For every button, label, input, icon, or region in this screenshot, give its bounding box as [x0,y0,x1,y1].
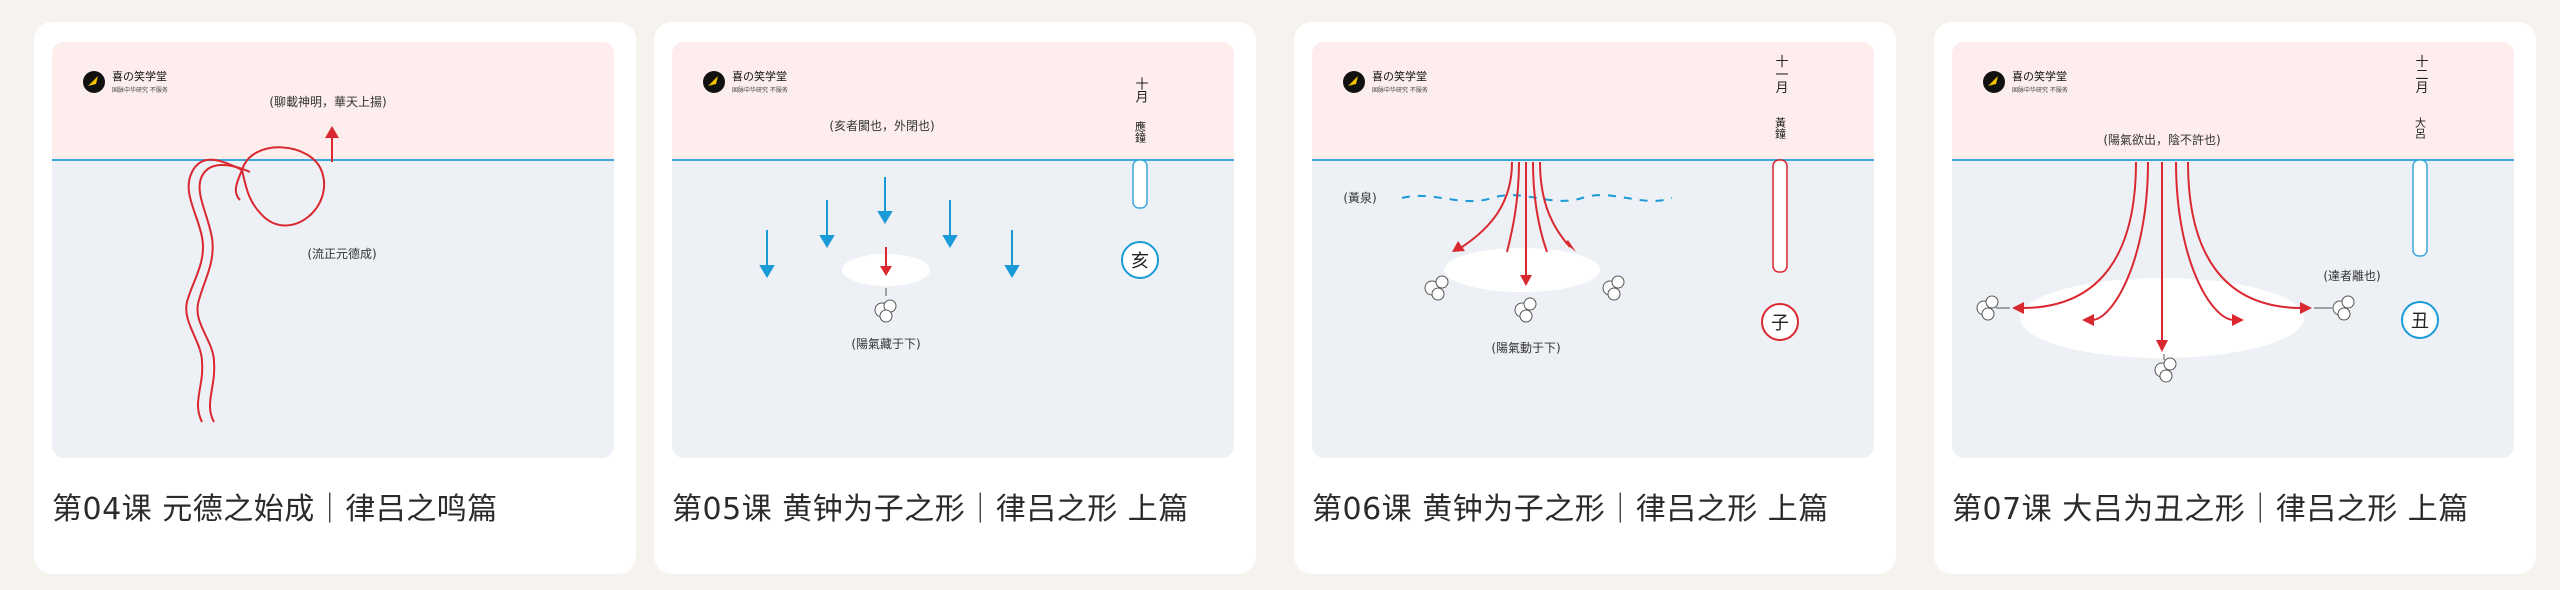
label-mid: (流正元德成) [307,246,376,261]
course-thumbnail[interactable]: 喜の笑学堂 国脉中华研究 不服务 (陽氣欲出，陰不許也) 十二月 大呂 丑 (達… [1952,42,2514,458]
arrow-icon [2021,161,2303,342]
logo-icon [1983,71,2005,93]
month-label: 十一月 [1773,55,1789,95]
logo-icon [1343,71,1365,93]
branch-char: 亥 [1131,251,1149,272]
pipe-name: 大呂 [2414,116,2427,140]
label-top: (陽氣欲出，陰不許也) [2103,133,2220,147]
label-top: (亥者閡也，外閉也) [829,119,934,133]
flute-pipe-icon [2412,159,2428,257]
label-left: (黃泉) [1343,191,1376,205]
course-thumbnail[interactable]: 喜の笑学堂 国脉中华研究 不服务 (亥者閡也，外閉也) 十月 應鐘 亥 [672,42,1234,458]
course-title[interactable]: 第06课 黄钟为子之形｜律吕之形 上篇 [1312,492,1829,527]
month-label: 十月 [1133,77,1149,104]
label-bottom: (陽氣動于下) [1491,341,1560,355]
pipe-name: 應鐘 [1134,120,1147,143]
brand-name: 喜の笑学堂 [1372,69,1427,83]
branch-char: 丑 [2411,311,2429,332]
brand-tagline: 国脉中华研究 不服务 [732,86,788,94]
label-right: (達者離也) [2323,269,2380,283]
course-card-07[interactable]: 喜の笑学堂 国脉中华研究 不服务 (陽氣欲出，陰不許也) 十二月 大呂 丑 (達… [1934,22,2536,574]
arrow-icon [759,177,1020,278]
logo-icon [703,71,725,93]
brand-tagline: 国脉中华研究 不服务 [2012,86,2068,94]
brand-name: 喜の笑学堂 [112,69,167,83]
pipe-name: 黃鐘 [1774,117,1787,139]
course-thumbnail[interactable]: 喜の笑学堂 国脉中华研究 不服务 十一月 黃鐘 子 (黃泉) [1312,42,1874,458]
brand-name: 喜の笑学堂 [2012,69,2067,83]
course-thumbnail[interactable]: 喜の笑学堂 国脉中华研究 不服务 (聊載神明，華天上揚) (流正元德成) [52,42,614,458]
smoke-puff-icon [1976,295,2355,383]
label-top: (聊載神明，華天上揚) [269,95,386,109]
flute-pipe-icon [1132,159,1148,209]
arrow-icon [325,126,339,162]
arrow-icon [1461,161,1571,277]
course-title[interactable]: 第04课 元德之始成｜律吕之鸣篇 [52,492,498,527]
course-card-05[interactable]: 喜の笑学堂 国脉中华研究 不服务 (亥者閡也，外閉也) 十月 應鐘 亥 [654,22,1256,574]
month-label: 十二月 [2413,55,2429,95]
smoke-puff-icon [874,288,897,323]
brand-name: 喜の笑学堂 [732,69,787,83]
branch-char: 子 [1771,313,1789,334]
arrow-icon [880,247,892,276]
smoke-puff-icon [1424,275,1625,323]
flute-pipe-icon [1772,159,1788,273]
brand-tagline: 国脉中华研究 不服务 [112,86,168,94]
seed-sprout-icon [185,146,325,423]
course-title[interactable]: 第05课 黄钟为子之形｜律吕之形 上篇 [672,492,1189,527]
course-card-04[interactable]: 喜の笑学堂 国脉中华研究 不服务 (聊載神明，華天上揚) (流正元德成) 第04… [34,22,636,574]
branch-circle [2401,301,2439,339]
brand-tagline: 国脉中华研究 不服务 [1372,86,1428,94]
branch-circle [1121,241,1159,279]
logo-icon [83,71,105,93]
label-bottom: (陽氣藏于下) [851,337,920,351]
branch-circle [1761,303,1799,341]
course-card-06[interactable]: 喜の笑学堂 国脉中华研究 不服务 十一月 黃鐘 子 (黃泉) [1294,22,1896,574]
course-title[interactable]: 第07课 大吕为丑之形｜律吕之形 上篇 [1952,492,2469,527]
